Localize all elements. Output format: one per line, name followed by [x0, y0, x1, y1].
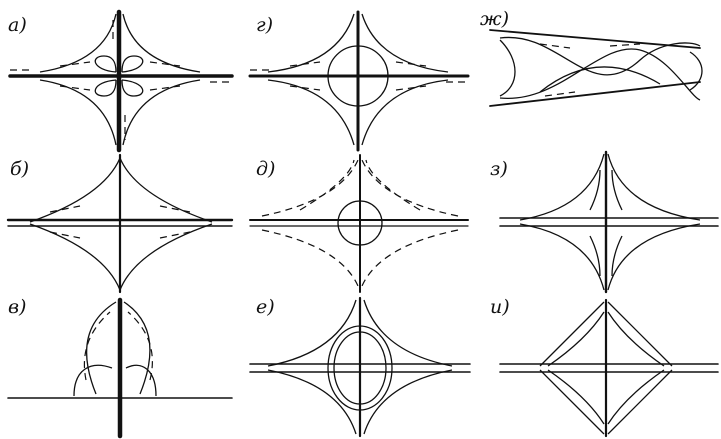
- scheme-g-flow-arrows: [250, 69, 466, 83]
- scheme-e-ring-outer: [327, 325, 393, 411]
- scheme-a-loop: [121, 55, 144, 73]
- scheme-d-dashed-ramp: [261, 229, 359, 287]
- scheme-i-diamond-ramps: [539, 301, 673, 435]
- scheme-b-ramp: [119, 223, 213, 291]
- scheme-z-inner-ramps: [589, 169, 623, 277]
- scheme-g-flow-arrows: [289, 61, 427, 91]
- scheme-b-ramp: [29, 223, 121, 291]
- scheme-z-ramp: [519, 223, 605, 291]
- scheme-z-ramp: [607, 223, 701, 291]
- panel-label-i: и): [490, 296, 510, 318]
- scheme-e-ramp: [363, 369, 453, 435]
- scheme-e-ramp: [267, 369, 357, 435]
- scheme-b-flow-arrows: [49, 205, 191, 239]
- scheme-zh-ramp: [539, 66, 661, 93]
- scheme-g-ramp: [267, 13, 355, 73]
- scheme-d-dashed-ramp: [361, 229, 459, 287]
- scheme-a-loop: [94, 55, 117, 73]
- scheme-a-ramp: [122, 13, 201, 73]
- panel-label-d: д): [256, 158, 276, 180]
- panel-label-v: в): [8, 296, 27, 318]
- scheme-b-ramp: [29, 157, 121, 223]
- scheme-zh-ramp: [499, 36, 701, 76]
- scheme-a-ramp: [39, 79, 117, 146]
- scheme-e-ring: [333, 331, 387, 405]
- panel-label-g: г): [256, 14, 274, 36]
- scheme-v-loop: [73, 364, 113, 397]
- scheme-a-ramp: [122, 79, 201, 146]
- scheme-z-ramp: [519, 153, 605, 221]
- scheme-zh-flow-arrows: [539, 43, 641, 97]
- scheme-d-ring: [337, 200, 383, 246]
- scheme-zh-loop: [689, 51, 703, 91]
- panel-label-a: а): [8, 14, 27, 36]
- scheme-b-ramp: [119, 157, 213, 223]
- scheme-g-ring: [327, 45, 389, 107]
- scheme-v-dashed-ramp: [83, 311, 153, 381]
- scheme-g-ramp: [267, 79, 355, 146]
- scheme-i-inner-ramps: [547, 311, 665, 425]
- scheme-e-ramp: [363, 299, 453, 367]
- scheme-v-loop: [125, 364, 157, 397]
- scheme-v-ramp: [85, 301, 117, 395]
- panel-label-e: е): [256, 296, 275, 318]
- scheme-a-loop: [94, 79, 117, 97]
- scheme-zh-road: [489, 81, 701, 107]
- scheme-zh-loop: [499, 39, 516, 97]
- panel-label-z: з): [490, 158, 508, 180]
- panel-label-b: б): [10, 158, 30, 180]
- scheme-v-ramp: [123, 301, 151, 395]
- scheme-z-ramp: [607, 153, 701, 221]
- scheme-a-flow-arrows: [59, 61, 181, 91]
- scheme-zh-road: [489, 29, 701, 49]
- scheme-zh-ramp: [499, 48, 701, 101]
- panel-label-zh: ж): [480, 8, 510, 30]
- scheme-g-ramp: [361, 13, 449, 73]
- scheme-e-ramp: [267, 299, 357, 367]
- scheme-g-ramp: [361, 79, 449, 146]
- scheme-a-loop: [121, 79, 144, 97]
